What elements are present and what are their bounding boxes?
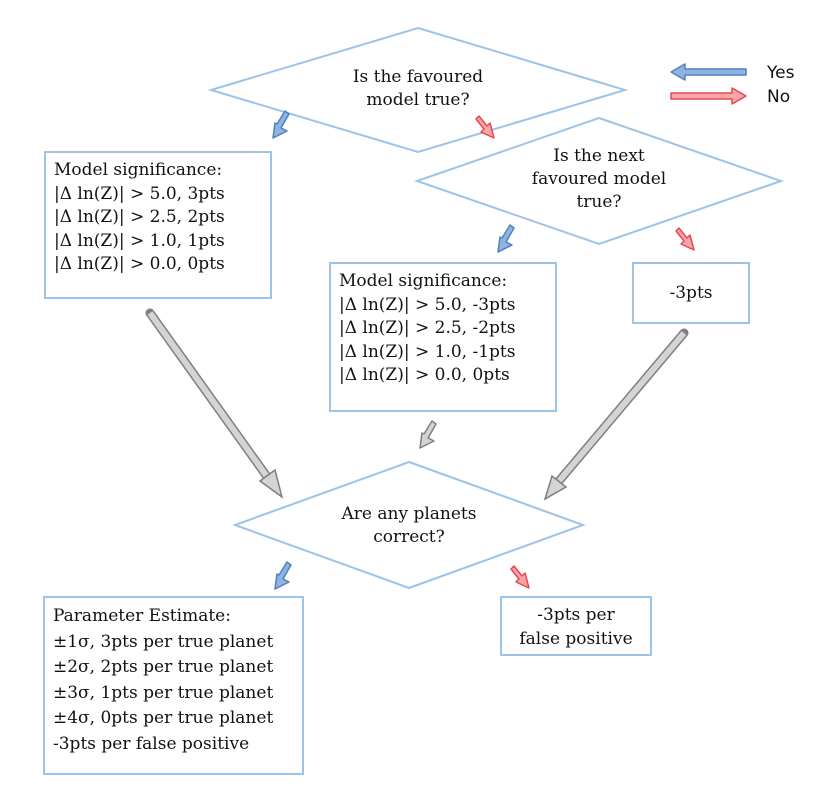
box-line: |Δ ln(Z)| > 0.0, 0pts [339,365,510,385]
decision-text-line: model true? [366,90,470,110]
minus-three-points-box: -3pts [632,262,750,324]
gray-arrow-right-to-q3 [543,328,689,501]
box-line: false positive [519,628,633,649]
yes-arrow-3-icon [274,561,292,590]
box-line: ±1σ, 3pts per true planet [53,631,274,652]
decision-text-line: Are any planets [341,504,477,524]
box-line: -3pts [669,283,713,303]
no-arrow-1-icon [475,115,495,139]
false-positive-box: -3pts per false positive [500,596,652,656]
box-line: |Δ ln(Z)| > 2.5, -2pts [339,318,516,338]
box-line: Model significance: [339,271,508,291]
box-line: ±4σ, 0pts per true planet [53,708,274,728]
decision-text-line: Is the favoured [352,67,484,87]
box-line: -3pts per false positive [53,733,250,754]
legend-yes-label: Yes [767,63,795,83]
decision-text-line: correct? [373,527,445,547]
legend-no-label: No [767,87,791,107]
box-line: -3pts per [537,605,615,625]
decision-diamond-next-favoured-model [413,116,785,246]
decision-text-line: Is the next [553,146,645,166]
no-arrow-3-icon [510,565,530,589]
decision-text-next-favoured: Is the next favoured model true? [509,145,689,214]
decision-text-favoured-model: Is the favoured model true? [311,66,525,112]
model-significance-negative-box: Model significance: |Δ ln(Z)| > 5.0, -3p… [329,262,557,412]
box-line: |Δ ln(Z)| > 1.0, 1pts [54,230,225,251]
box-line: |Δ ln(Z)| > 2.5, 2pts [54,207,225,227]
parameter-estimate-box: Parameter Estimate: ±1σ, 3pts per true p… [43,596,304,775]
yes-arrow-1-icon [272,110,290,139]
box-line: |Δ ln(Z)| > 5.0, 3pts [54,183,225,204]
box-line: |Δ ln(Z)| > 1.0, -1pts [339,341,516,362]
gray-short-arrow-icon [419,420,437,449]
box-line: ±2σ, 2pts per true planet [53,657,274,677]
decision-text-line: true? [576,192,622,212]
decision-text-planets-correct: Are any planets correct? [309,503,509,549]
box-line: Parameter Estimate: [53,606,231,626]
box-line: Model significance: [54,160,223,180]
box-line: |Δ ln(Z)| > 5.0, -3pts [339,294,516,315]
decision-diamond-planets-correct [232,460,586,590]
decision-diamond-favoured-model [207,26,629,154]
legend-yes-arrow-icon [670,63,747,81]
yes-arrow-2-icon [497,224,515,253]
no-arrow-2-icon [675,227,695,251]
gray-arrow-left-to-q3 [145,308,284,499]
model-significance-positive-box: Model significance: |Δ ln(Z)| > 5.0, 3pt… [44,151,272,299]
box-line: |Δ ln(Z)| > 0.0, 0pts [54,254,225,274]
box-line: ±3σ, 1pts per true planet [53,682,274,703]
decision-text-line: favoured model [531,169,667,189]
legend-no-arrow-icon [670,87,747,105]
